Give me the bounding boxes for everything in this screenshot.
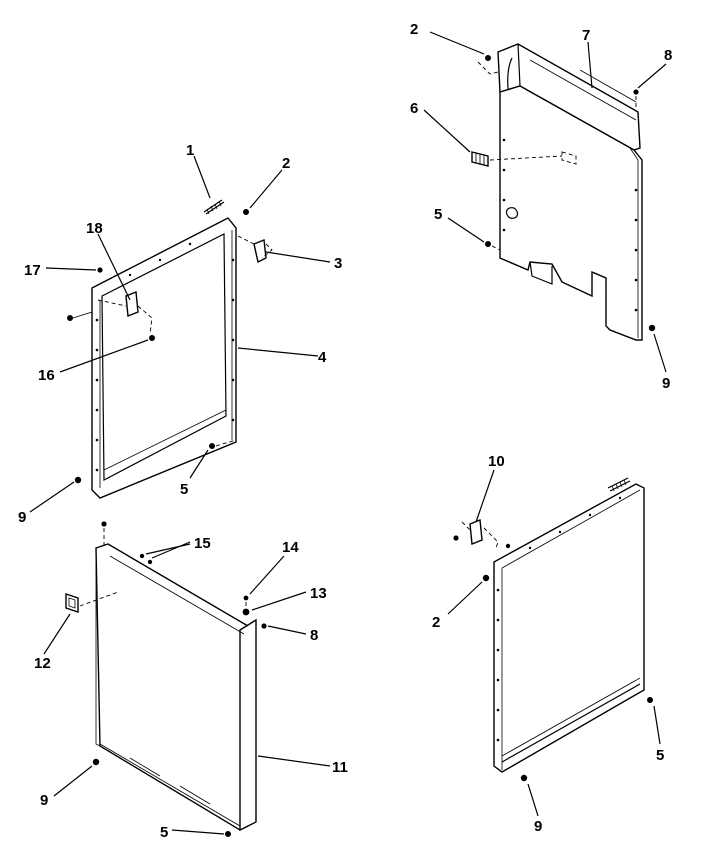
- callout-2: 2: [410, 21, 418, 38]
- callout-18: 18: [86, 220, 103, 237]
- callout-15: 15: [194, 535, 211, 552]
- callout-1: 1: [186, 142, 194, 159]
- front-frame: [91, 217, 237, 499]
- callout-4: 4: [318, 349, 327, 366]
- callout-17: 17: [24, 262, 41, 279]
- callout-5: 5: [434, 206, 442, 223]
- callout-6: 6: [410, 100, 418, 117]
- callout-16: 16: [38, 367, 55, 384]
- right-side-panel-assembly: 10 2 5 9: [432, 453, 664, 835]
- rear-panel-assembly: 2 7 8 6 5 9: [410, 21, 672, 392]
- callout-5: 5: [656, 747, 664, 764]
- side-panel-assembly: 15 14 13 8 12 11 9 5: [34, 521, 348, 841]
- callout-14: 14: [282, 539, 299, 556]
- callout-3: 3: [334, 255, 342, 272]
- callout-2: 2: [432, 614, 440, 631]
- callout-9: 9: [662, 375, 670, 392]
- callout-9: 9: [40, 792, 48, 809]
- callout-9: 9: [534, 818, 542, 835]
- callout-7: 7: [582, 27, 590, 44]
- callout-9: 9: [18, 509, 26, 526]
- callout-13: 13: [310, 585, 327, 602]
- callout-8: 8: [310, 627, 318, 644]
- front-frame-assembly: 1 2 3 4 18 17 16 5 9: [18, 142, 342, 526]
- callout-2: 2: [282, 155, 290, 172]
- callout-10: 10: [488, 453, 505, 470]
- right-side-panel: [493, 483, 645, 773]
- callout-5: 5: [160, 824, 168, 841]
- callout-12: 12: [34, 655, 51, 672]
- side-panel-11: [95, 543, 249, 831]
- callout-5: 5: [180, 481, 188, 498]
- callout-11: 11: [332, 759, 348, 776]
- callout-8: 8: [664, 47, 672, 64]
